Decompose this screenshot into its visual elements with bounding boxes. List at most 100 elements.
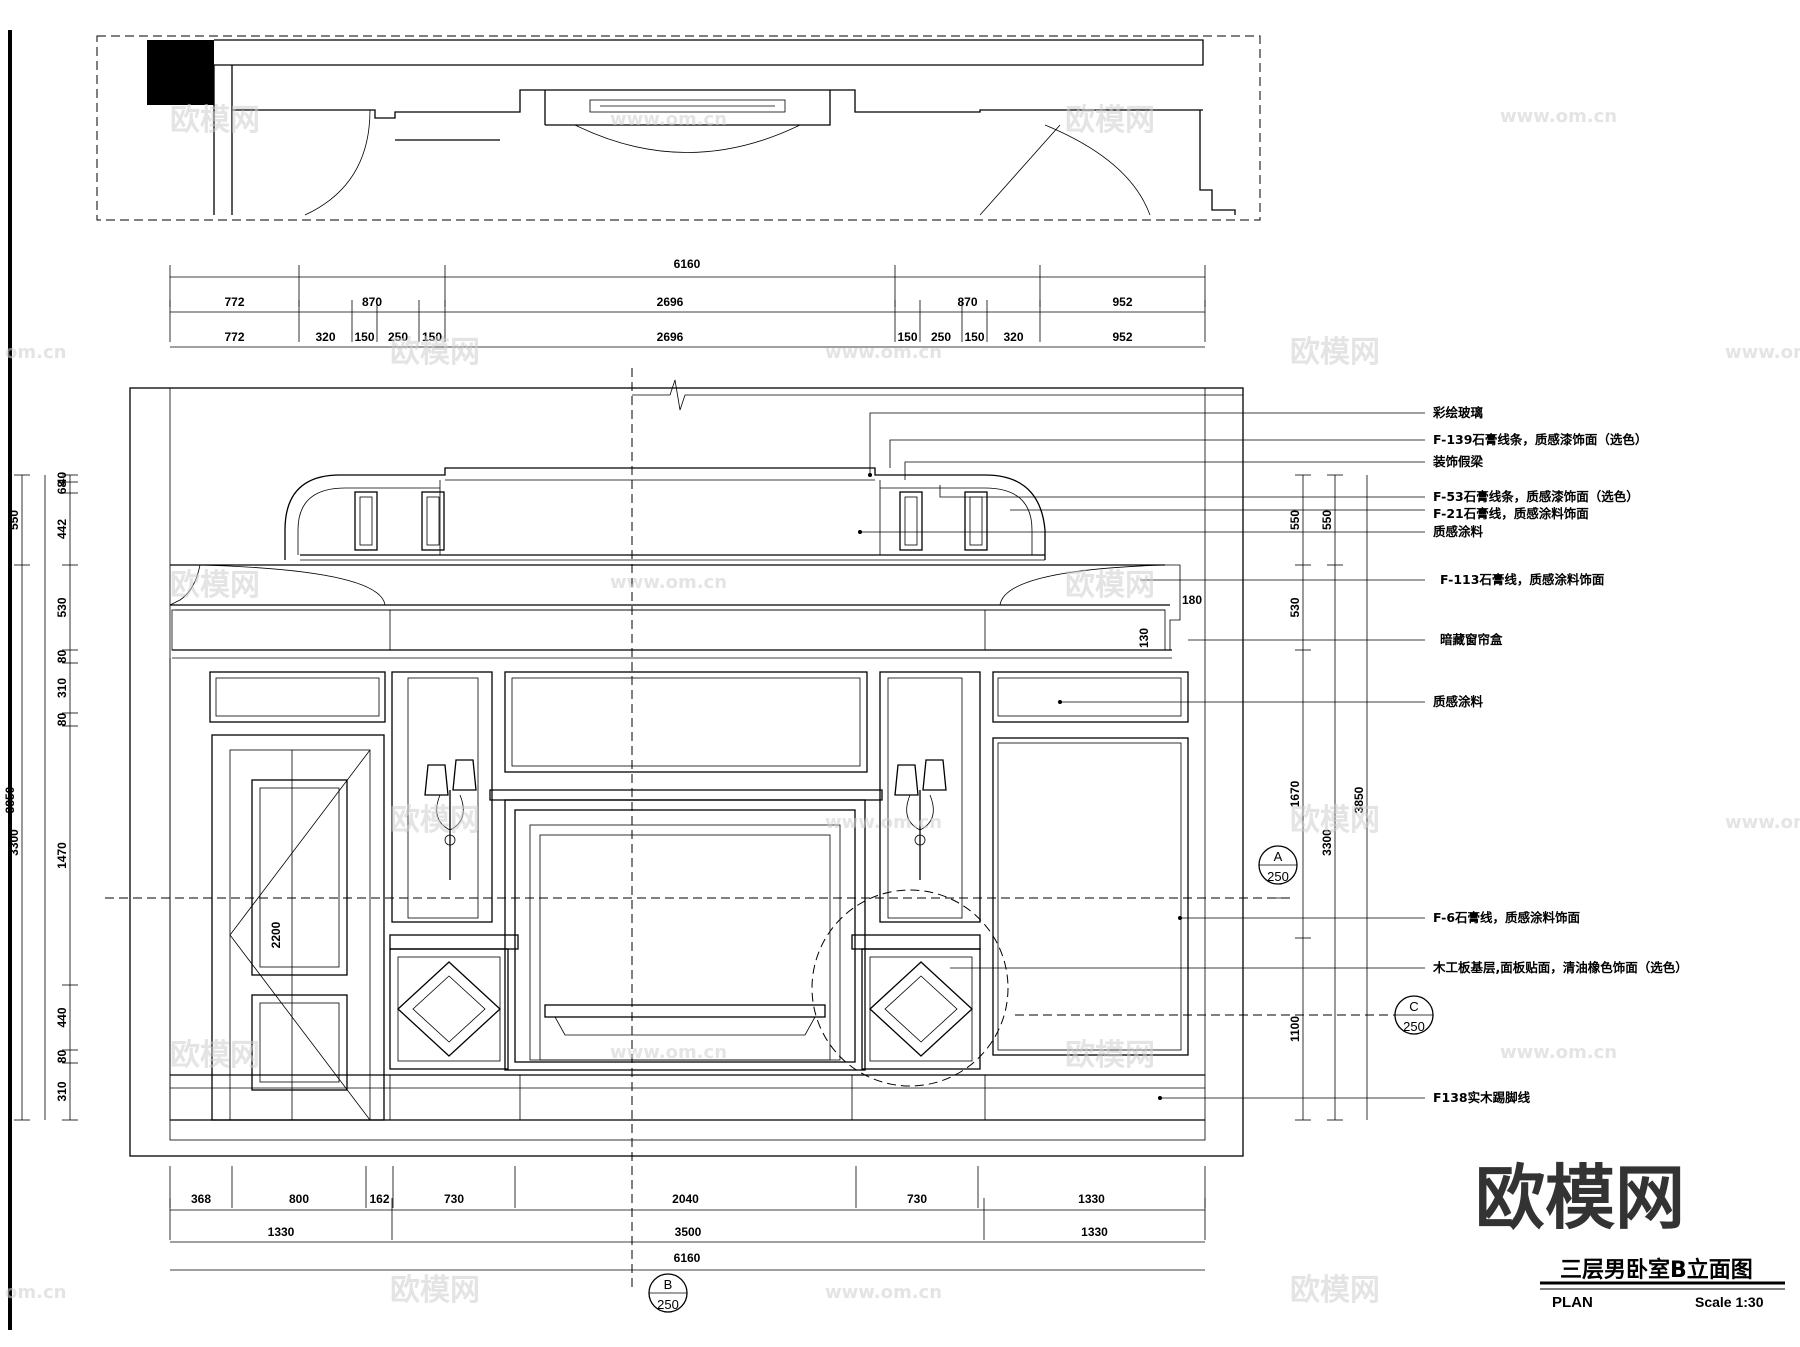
svg-text:250: 250 [1403,1019,1425,1034]
note-wood-panel: 木工板基层,面板贴面，清油橡色饰面（选色） [1432,960,1688,975]
dim-right-c2-1: 3300 [1320,829,1334,856]
dim-top-r1-2: 2696 [657,295,684,309]
dim-left-inner-4: 80 [55,650,69,664]
dim-left-inner-9: 80 [55,1050,69,1064]
dim-top-r2-6: 150 [897,330,917,344]
svg-text:www.om.cn: www.om.cn [825,1282,942,1303]
title-block: 三层男卧室B立面图 PLAN Scale 1:30 [1540,1257,1785,1311]
svg-text:250: 250 [1267,869,1289,884]
dim-top-r2-10: 952 [1112,330,1132,344]
wall-sconce-left [424,759,477,880]
svg-text:www.om.cn: www.om.cn [1500,106,1617,127]
svg-text:www.om.cn: www.om.cn [825,812,942,833]
wall-panels: 2200 [169,658,1395,1121]
dim-bot-r1-2: 162 [369,1192,389,1206]
note-f139: F-139石膏线条，质感漆饰面（选色） [1433,432,1647,447]
dim-bot-r1-1: 800 [289,1192,309,1206]
column-block [147,40,214,105]
svg-text:www.om.cn: www.om.cn [1725,342,1800,363]
annotation-leaders [858,412,1425,1100]
note-f6: F-6石膏线，质感涂料饰面 [1433,910,1581,925]
dim-top-r2-2: 150 [354,330,374,344]
section-marker-a: A 250 [1258,845,1298,899]
dim-right-c1-2: 1670 [1288,780,1302,807]
dim-bot-r2-2: 1330 [1081,1225,1108,1239]
svg-text:250: 250 [657,1297,679,1312]
dim-top-r1-4: 952 [1112,295,1132,309]
scale-label: Scale 1:30 [1695,1294,1764,1310]
wall-sconce-right [894,759,947,880]
svg-text:欧模网: 欧模网 [1065,1038,1155,1073]
dim-right-c1-1: 530 [1288,597,1302,617]
dim-top-r2-8: 150 [964,330,984,344]
false-beam [284,467,1046,561]
dim-right-overall: 3850 [1352,786,1366,813]
note-texture-paint-2: 质感涂料 [1433,694,1484,709]
svg-text:www.om.cn: www.om.cn [825,342,942,363]
svg-text:欧模网: 欧模网 [170,1038,260,1073]
dim-door-height: 2200 [269,921,283,948]
dim-left-inner-1: 68 [55,481,69,495]
svg-text:www.om.cn: www.om.cn [1725,812,1800,833]
note-f21: F-21石膏线，质感涂料饰面 [1433,506,1589,521]
section-marker-b: B 250 [648,1273,688,1313]
dim-bot-r1-6: 1330 [1078,1192,1105,1206]
dim-bot-r2-1: 3500 [675,1225,702,1239]
svg-text:欧模网: 欧模网 [170,568,260,603]
dim-left-inner-8: 440 [55,1007,69,1027]
dim-small-1: 180 [1182,593,1202,607]
dim-top-r1-1: 870 [362,295,382,309]
annotations: 彩绘玻璃 F-139石膏线条，质感漆饰面（选色） 装饰假梁 F-53石膏线条，质… [1432,405,1688,1105]
dim-top-r2-4: 150 [422,330,442,344]
dim-top-r2-1: 320 [315,330,335,344]
svg-text:欧模网: 欧模网 [390,335,480,370]
dim-left-inner-5: 310 [55,678,69,698]
note-texture-paint-1: 质感涂料 [1433,524,1484,539]
note-f113: F-113石膏线，质感涂料饰面 [1440,572,1605,587]
svg-text:欧模网: 欧模网 [390,1273,480,1308]
cornice [169,564,1181,659]
section-marker-c: C 250 [1394,995,1434,1035]
dim-right-c2-0: 550 [1320,510,1334,530]
dim-top-r1-3: 870 [957,295,977,309]
brand-logo-watermark: 欧模网 [1475,1157,1685,1239]
dim-left-outer-1: 3300 [7,829,21,856]
dim-bot-r1-0: 368 [191,1192,211,1206]
svg-text:欧模网: 欧模网 [1065,103,1155,138]
dim-top-r2-7: 250 [931,330,951,344]
svg-text:欧模网: 欧模网 [1290,803,1380,838]
dim-bot-r1-3: 730 [444,1192,464,1206]
dim-left-overall: 3850 [3,786,17,813]
dim-left-outer-0: 550 [7,510,21,530]
note-false-beam: 装饰假梁 [1432,454,1484,469]
dim-bot-r1-5: 730 [907,1192,927,1206]
svg-text:欧模网: 欧模网 [170,103,260,138]
dim-left-inner-7: 1470 [55,842,69,869]
svg-text:om.cn: om.cn [5,342,66,363]
svg-text:om.cn: om.cn [5,1282,66,1303]
dim-top-total: 6160 [674,257,701,271]
svg-text:欧模网: 欧模网 [390,803,480,838]
elevation-frame [105,368,1290,1290]
svg-text:欧模网: 欧模网 [1290,1273,1380,1308]
svg-text:www.om.cn: www.om.cn [610,572,727,593]
dim-small-2: 130 [1137,628,1151,648]
dim-right-c1-0: 550 [1288,510,1302,530]
dim-left-inner-10: 310 [55,1081,69,1101]
note-f138-skirting: F138实木踢脚线 [1433,1090,1531,1105]
dim-left-inner-2: 442 [55,519,69,539]
dim-left-inner-6: 80 [55,713,69,727]
svg-text:欧模网: 欧模网 [1065,568,1155,603]
note-curtain-box: 暗藏窗帘盒 [1440,632,1503,647]
note-painted-glass: 彩绘玻璃 [1432,405,1484,420]
svg-text:www.om.cn: www.om.cn [610,109,727,130]
svg-text:www.om.cn: www.om.cn [610,1042,727,1063]
dim-left-inner-3: 530 [55,597,69,617]
dim-left-inner-0: 40 [55,472,69,486]
detail-circle [811,889,1009,1087]
note-f53: F-53石膏线条，质感漆饰面（选色） [1433,489,1639,504]
